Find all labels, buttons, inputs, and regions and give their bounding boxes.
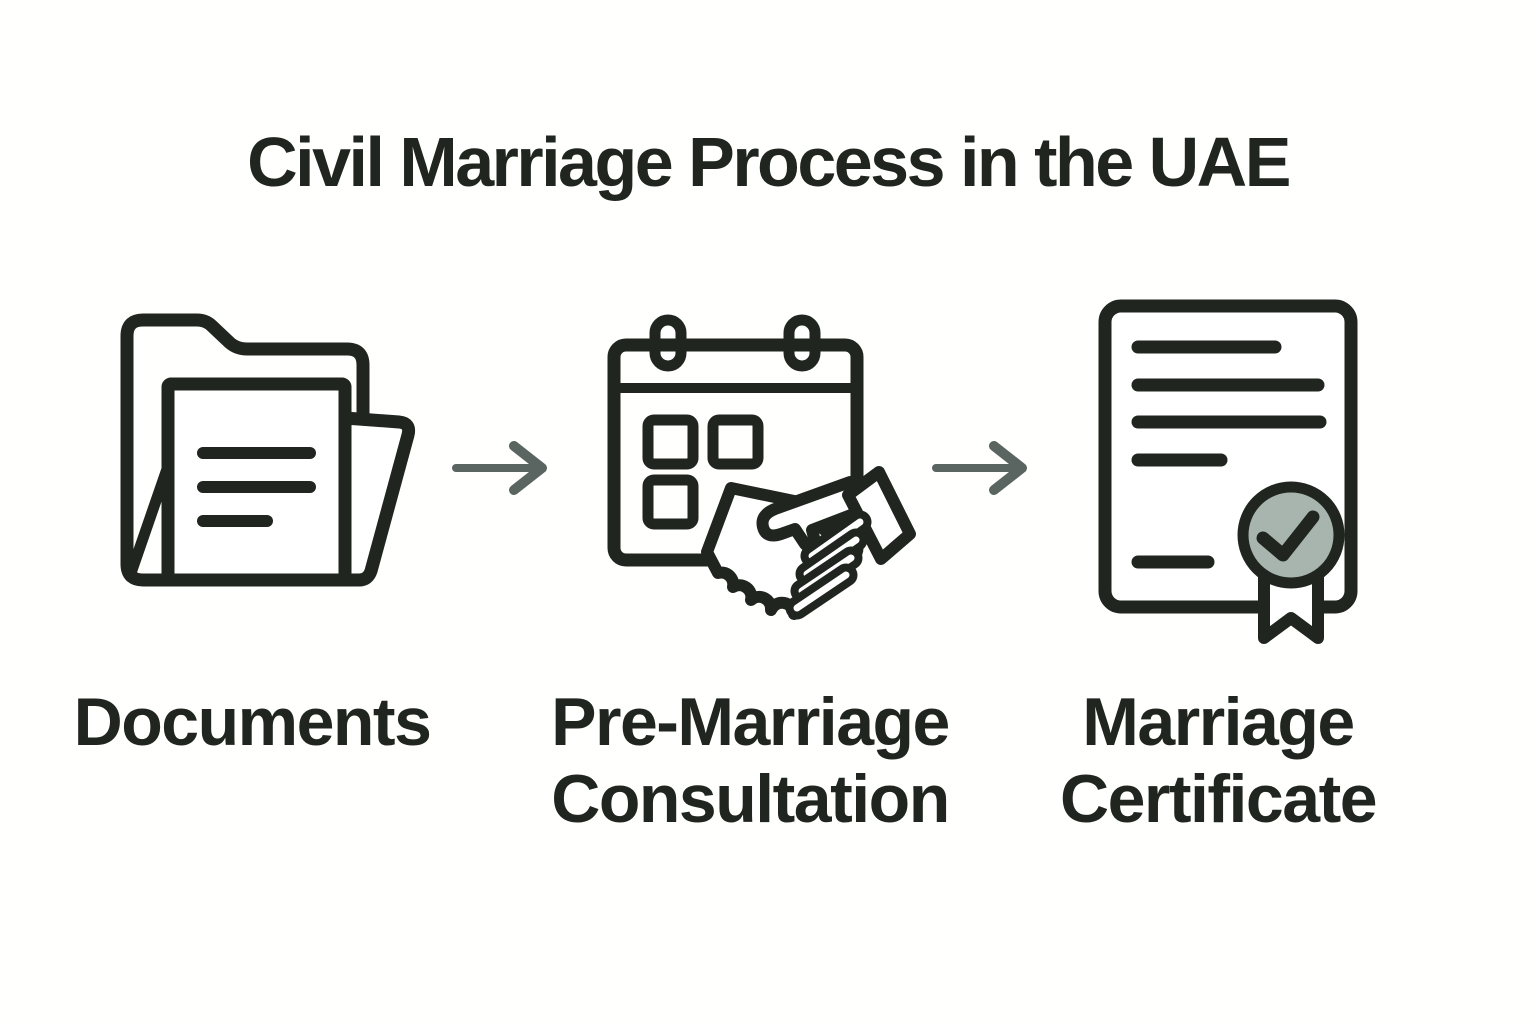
page-title: Civil Marriage Process in the UAE [247, 123, 1291, 201]
arrow-right-icon [452, 440, 552, 496]
certificate-seal-icon [1098, 299, 1360, 652]
arrow-right-icon [932, 440, 1032, 496]
step-label-marriage-certificate: Marriage Certificate [1059, 684, 1378, 837]
calendar-handshake-icon [598, 312, 918, 632]
step-label-documents: Documents [73, 684, 432, 760]
folder-documents-icon [113, 313, 423, 598]
step-label-pre-marriage-consultation: Pre-Marriage Consultation [551, 684, 950, 837]
